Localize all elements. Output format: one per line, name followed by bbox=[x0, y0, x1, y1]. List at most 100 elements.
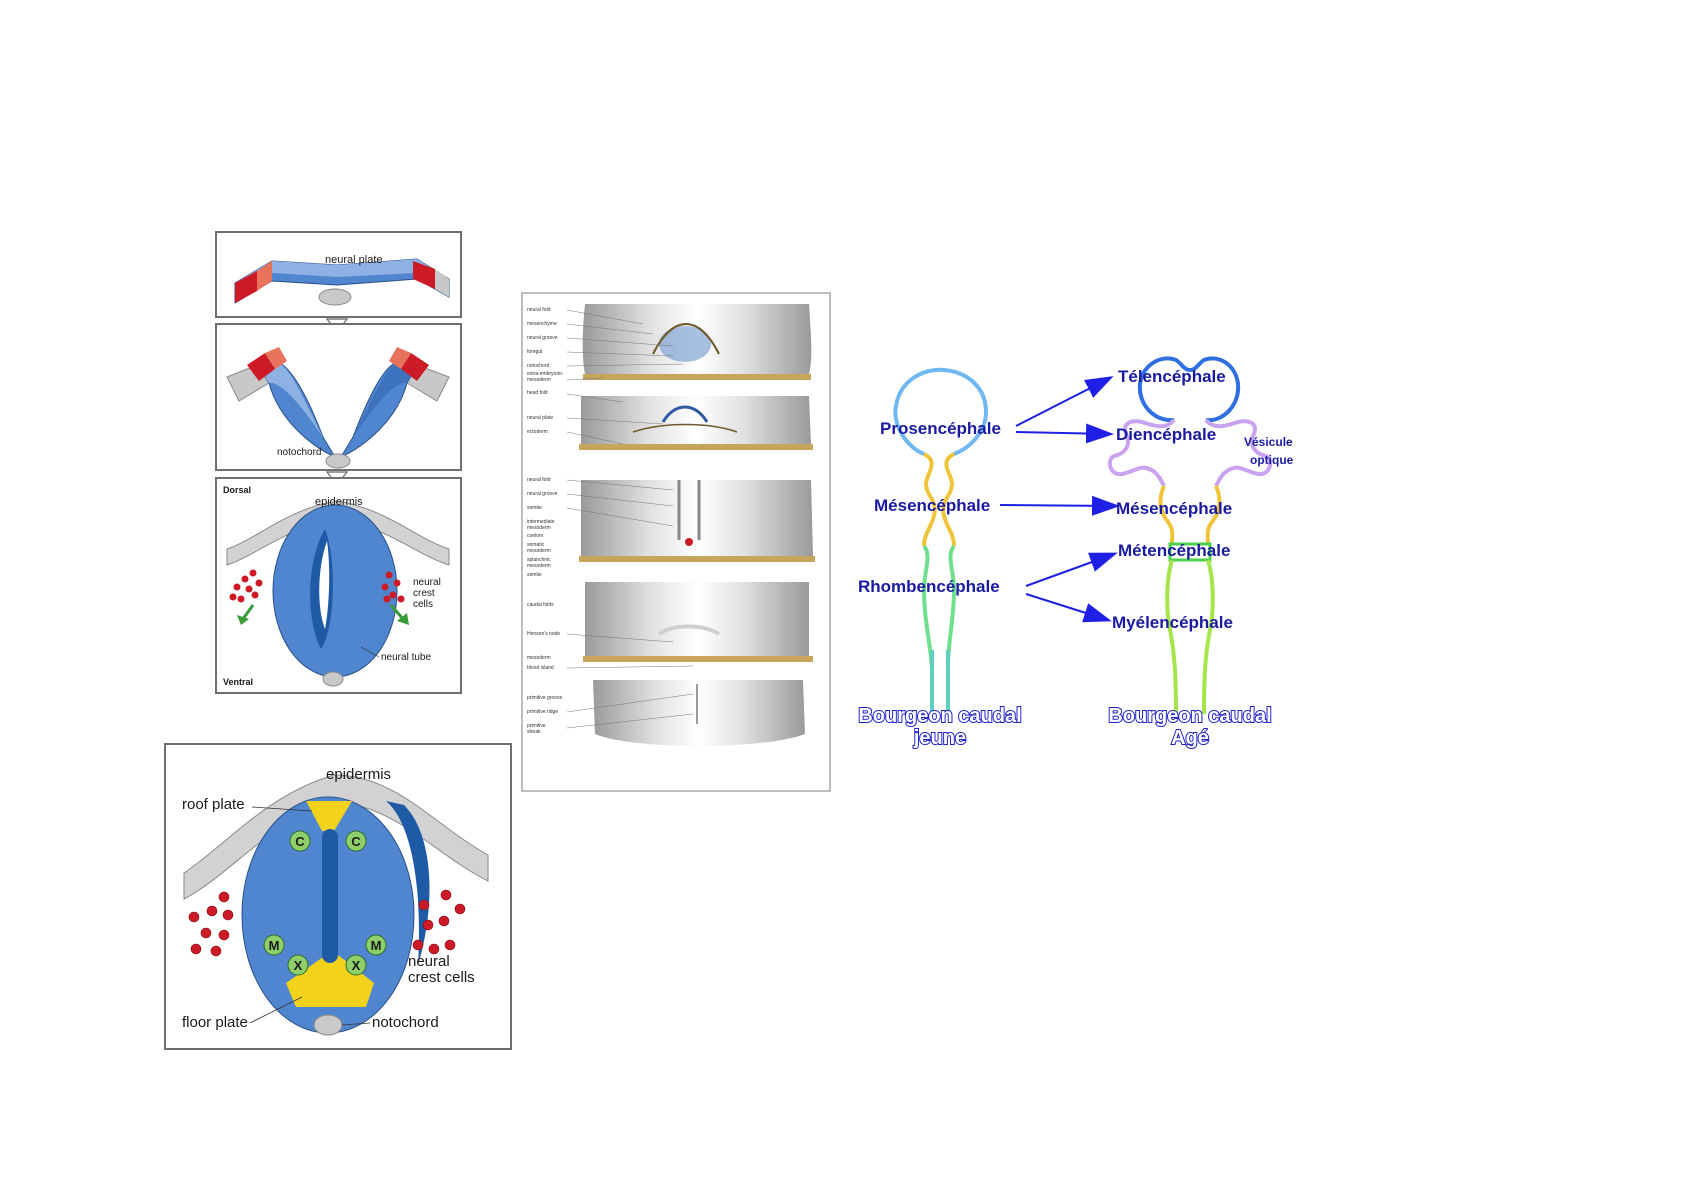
embryo-sections-illustration: neural fold mesenchyme neural groove for… bbox=[527, 304, 815, 746]
svg-text:coelom: coelom bbox=[527, 533, 543, 539]
neural-crest-cells-left bbox=[188, 891, 234, 957]
arrows bbox=[999, 376, 1120, 623]
neural-crest-label-1: neural bbox=[413, 577, 441, 588]
neural-crest-label-3: cells bbox=[413, 599, 433, 610]
diencephale-outline bbox=[1107, 418, 1176, 487]
circle-m-right: M bbox=[365, 934, 387, 956]
bourgeon-left-label-2: jeune bbox=[913, 727, 966, 749]
arrow-to-myelencephale-icon bbox=[1025, 593, 1112, 623]
bourgeon-left-label-1: Bourgeon caudal bbox=[858, 705, 1021, 727]
mesencephale-left-label: Mésencéphale bbox=[874, 496, 990, 515]
svg-text:primitive ridge: primitive ridge bbox=[527, 709, 558, 715]
neural-crest-label-2: crest cells bbox=[408, 969, 475, 986]
svg-text:mesoderm: mesoderm bbox=[527, 377, 551, 383]
migration-arrow-icon bbox=[397, 613, 409, 625]
svg-text:intermediate: intermediate bbox=[527, 519, 555, 525]
svg-text:notochord: notochord bbox=[527, 363, 549, 369]
left-border-red bbox=[235, 271, 257, 303]
prosencephale-label: Prosencéphale bbox=[880, 419, 1001, 438]
vesicule-label-2: optique bbox=[1250, 453, 1294, 467]
notochord-shape bbox=[318, 288, 352, 306]
mesencephale-right-label: Mésencéphale bbox=[1116, 499, 1232, 518]
svg-text:mesoderm: mesoderm bbox=[527, 655, 551, 661]
neural-plate-label: neural plate bbox=[325, 254, 383, 266]
section-5 bbox=[593, 680, 805, 746]
rhombencephale-label: Rhombencéphale bbox=[858, 577, 1000, 596]
svg-text:somite: somite bbox=[527, 505, 542, 511]
svg-text:head fold: head fold bbox=[527, 390, 548, 396]
neural-crest-label-2: crest bbox=[413, 588, 435, 599]
svg-text:X: X bbox=[294, 958, 303, 973]
section-1 bbox=[582, 304, 812, 380]
roof-plate-shape bbox=[306, 801, 352, 831]
svg-text:primitive groove: primitive groove bbox=[527, 695, 563, 701]
myelencephale-label: Myélencéphale bbox=[1112, 613, 1233, 632]
metencephale-label: Métencéphale bbox=[1118, 541, 1230, 560]
svg-text:neural groove: neural groove bbox=[527, 491, 558, 497]
neural-crest-cells-right bbox=[381, 571, 405, 603]
svg-text:neural groove: neural groove bbox=[527, 335, 558, 341]
svg-text:mesenchyme: mesenchyme bbox=[527, 321, 557, 327]
svg-text:streak: streak bbox=[527, 729, 541, 735]
svg-text:splanchnic: splanchnic bbox=[527, 557, 551, 563]
neural-tube-section-illustration: C C M M X X epidermis roof plate neural … bbox=[182, 766, 489, 1036]
svg-text:extra-embryonic: extra-embryonic bbox=[527, 371, 563, 377]
svg-text:C: C bbox=[295, 834, 305, 849]
svg-text:M: M bbox=[269, 938, 280, 953]
section-labels: neural fold mesenchyme neural groove for… bbox=[527, 307, 563, 735]
telencephale-label: Télencéphale bbox=[1118, 367, 1226, 386]
notochord-shape bbox=[325, 453, 351, 469]
arrow-to-telencephale-icon bbox=[1015, 376, 1114, 427]
svg-text:M: M bbox=[371, 938, 382, 953]
svg-text:mesoderm: mesoderm bbox=[527, 548, 551, 554]
circle-m-left: M bbox=[263, 934, 285, 956]
central-canal-shape bbox=[322, 829, 338, 963]
epidermis-label: epidermis bbox=[315, 496, 363, 508]
diencephale-label: Diencéphale bbox=[1116, 425, 1216, 444]
svg-text:C: C bbox=[351, 834, 361, 849]
notochord-label: notochord bbox=[277, 447, 321, 458]
ventral-label: Ventral bbox=[223, 677, 253, 687]
neural-tube-illustration: Dorsal epidermis neural crest cells neur… bbox=[223, 485, 450, 687]
mesencephale-outline-left bbox=[922, 452, 937, 547]
section-4 bbox=[583, 582, 813, 662]
vesicule-label-1: Vésicule bbox=[1244, 435, 1293, 449]
svg-text:blood island: blood island bbox=[527, 665, 554, 671]
neural-folds-illustration: notochord bbox=[226, 347, 450, 469]
notochord-label: notochord bbox=[372, 1014, 439, 1031]
bourgeon-right-label-2: Agé bbox=[1171, 727, 1209, 749]
neural-crest-cells-right bbox=[412, 889, 466, 955]
notochord-shape bbox=[313, 1014, 343, 1036]
section-leaders bbox=[566, 309, 694, 729]
embryo-sections-panel: neural fold mesenchyme neural groove for… bbox=[521, 292, 831, 792]
section-3 bbox=[579, 480, 815, 562]
svg-text:neural plate: neural plate bbox=[527, 415, 553, 421]
svg-text:primitive: primitive bbox=[527, 723, 546, 729]
right-border-red bbox=[413, 261, 435, 289]
roof-plate-label: roof plate bbox=[182, 796, 245, 813]
svg-text:somatic: somatic bbox=[527, 542, 545, 548]
myelencephale-outline bbox=[1165, 559, 1215, 715]
migration-arrow-icon bbox=[237, 615, 249, 625]
svg-text:neural fold: neural fold bbox=[527, 307, 551, 313]
section-2 bbox=[579, 396, 813, 450]
circle-c-left: C bbox=[289, 830, 311, 852]
notochord-shape bbox=[322, 671, 344, 687]
brain-vesicles-diagram: Prosencéphale Mésencéphale Rhombencéphal… bbox=[840, 330, 1320, 760]
svg-text:ectoderm: ectoderm bbox=[527, 429, 548, 435]
svg-text:Hensen's node: Hensen's node bbox=[527, 631, 560, 637]
floor-plate-label: floor plate bbox=[182, 1014, 248, 1031]
epidermis-label: epidermis bbox=[326, 766, 391, 783]
neurulation-stage-3-panel: Dorsal epidermis neural crest cells neur… bbox=[215, 477, 462, 694]
circle-x-right: X bbox=[345, 954, 367, 976]
mesencephale-outline-right bbox=[1158, 485, 1222, 545]
svg-text:caudal folds: caudal folds bbox=[527, 602, 554, 608]
brain-vesicles-illustration: Prosencéphale Mésencéphale Rhombencéphal… bbox=[857, 356, 1294, 750]
circle-x-left: X bbox=[287, 954, 309, 976]
neural-tube-section-panel: C C M M X X epidermis roof plate neural … bbox=[164, 743, 512, 1050]
arrow-to-metencephale-icon bbox=[1025, 552, 1118, 587]
svg-text:X: X bbox=[352, 958, 361, 973]
svg-text:mesoderm: mesoderm bbox=[527, 563, 551, 569]
circle-c-right: C bbox=[345, 830, 367, 852]
svg-text:somite: somite bbox=[527, 572, 542, 578]
